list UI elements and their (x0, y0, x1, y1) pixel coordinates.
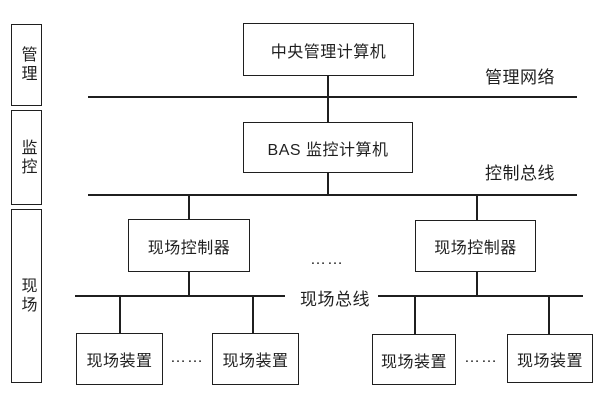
node-field-device-2: 现场装置 (212, 333, 299, 385)
node-field-device-3: 现场装置 (372, 334, 456, 385)
ellipsis-controllers: …… (310, 251, 344, 268)
node-field-controller-right: 现场控制器 (415, 220, 536, 272)
connector-field-bus-to-device-4 (548, 297, 550, 334)
node-field-device-4: 现场装置 (507, 334, 593, 383)
connector-field-bus-to-device-3 (414, 297, 416, 334)
ellipsis-devices-right: …… (464, 349, 498, 366)
connector-field-bus-to-device-1 (119, 297, 121, 333)
management-network-line (88, 96, 577, 98)
connector-bus-to-controller-right (476, 196, 478, 220)
node-central-management-computer: 中央管理计算机 (243, 23, 414, 76)
connector-controller-right-to-field-bus (476, 272, 478, 295)
node-field-device-1: 现场装置 (76, 333, 163, 385)
level-band-management: 管理 (11, 24, 42, 106)
node-bas-monitoring-computer: BAS 监控计算机 (243, 122, 413, 173)
level-band-field: 现场 (11, 209, 42, 383)
management-network-label: 管理网络 (485, 68, 555, 87)
control-bus-line (88, 194, 577, 196)
field-bus-label: 现场总线 (300, 290, 370, 309)
field-bus-line-left (75, 295, 285, 297)
field-bus-line-right (378, 295, 583, 297)
ellipsis-devices-left: …… (170, 349, 204, 366)
level-band-monitoring: 监控 (11, 110, 42, 205)
control-bus-label: 控制总线 (485, 164, 555, 183)
connector-field-bus-to-device-2 (252, 297, 254, 333)
connector-controller-left-to-field-bus (188, 272, 190, 295)
connector-central-to-bas (327, 76, 329, 122)
connector-bas-to-control-bus (327, 173, 329, 194)
node-field-controller-left: 现场控制器 (128, 219, 250, 272)
connector-bus-to-controller-left (188, 196, 190, 219)
